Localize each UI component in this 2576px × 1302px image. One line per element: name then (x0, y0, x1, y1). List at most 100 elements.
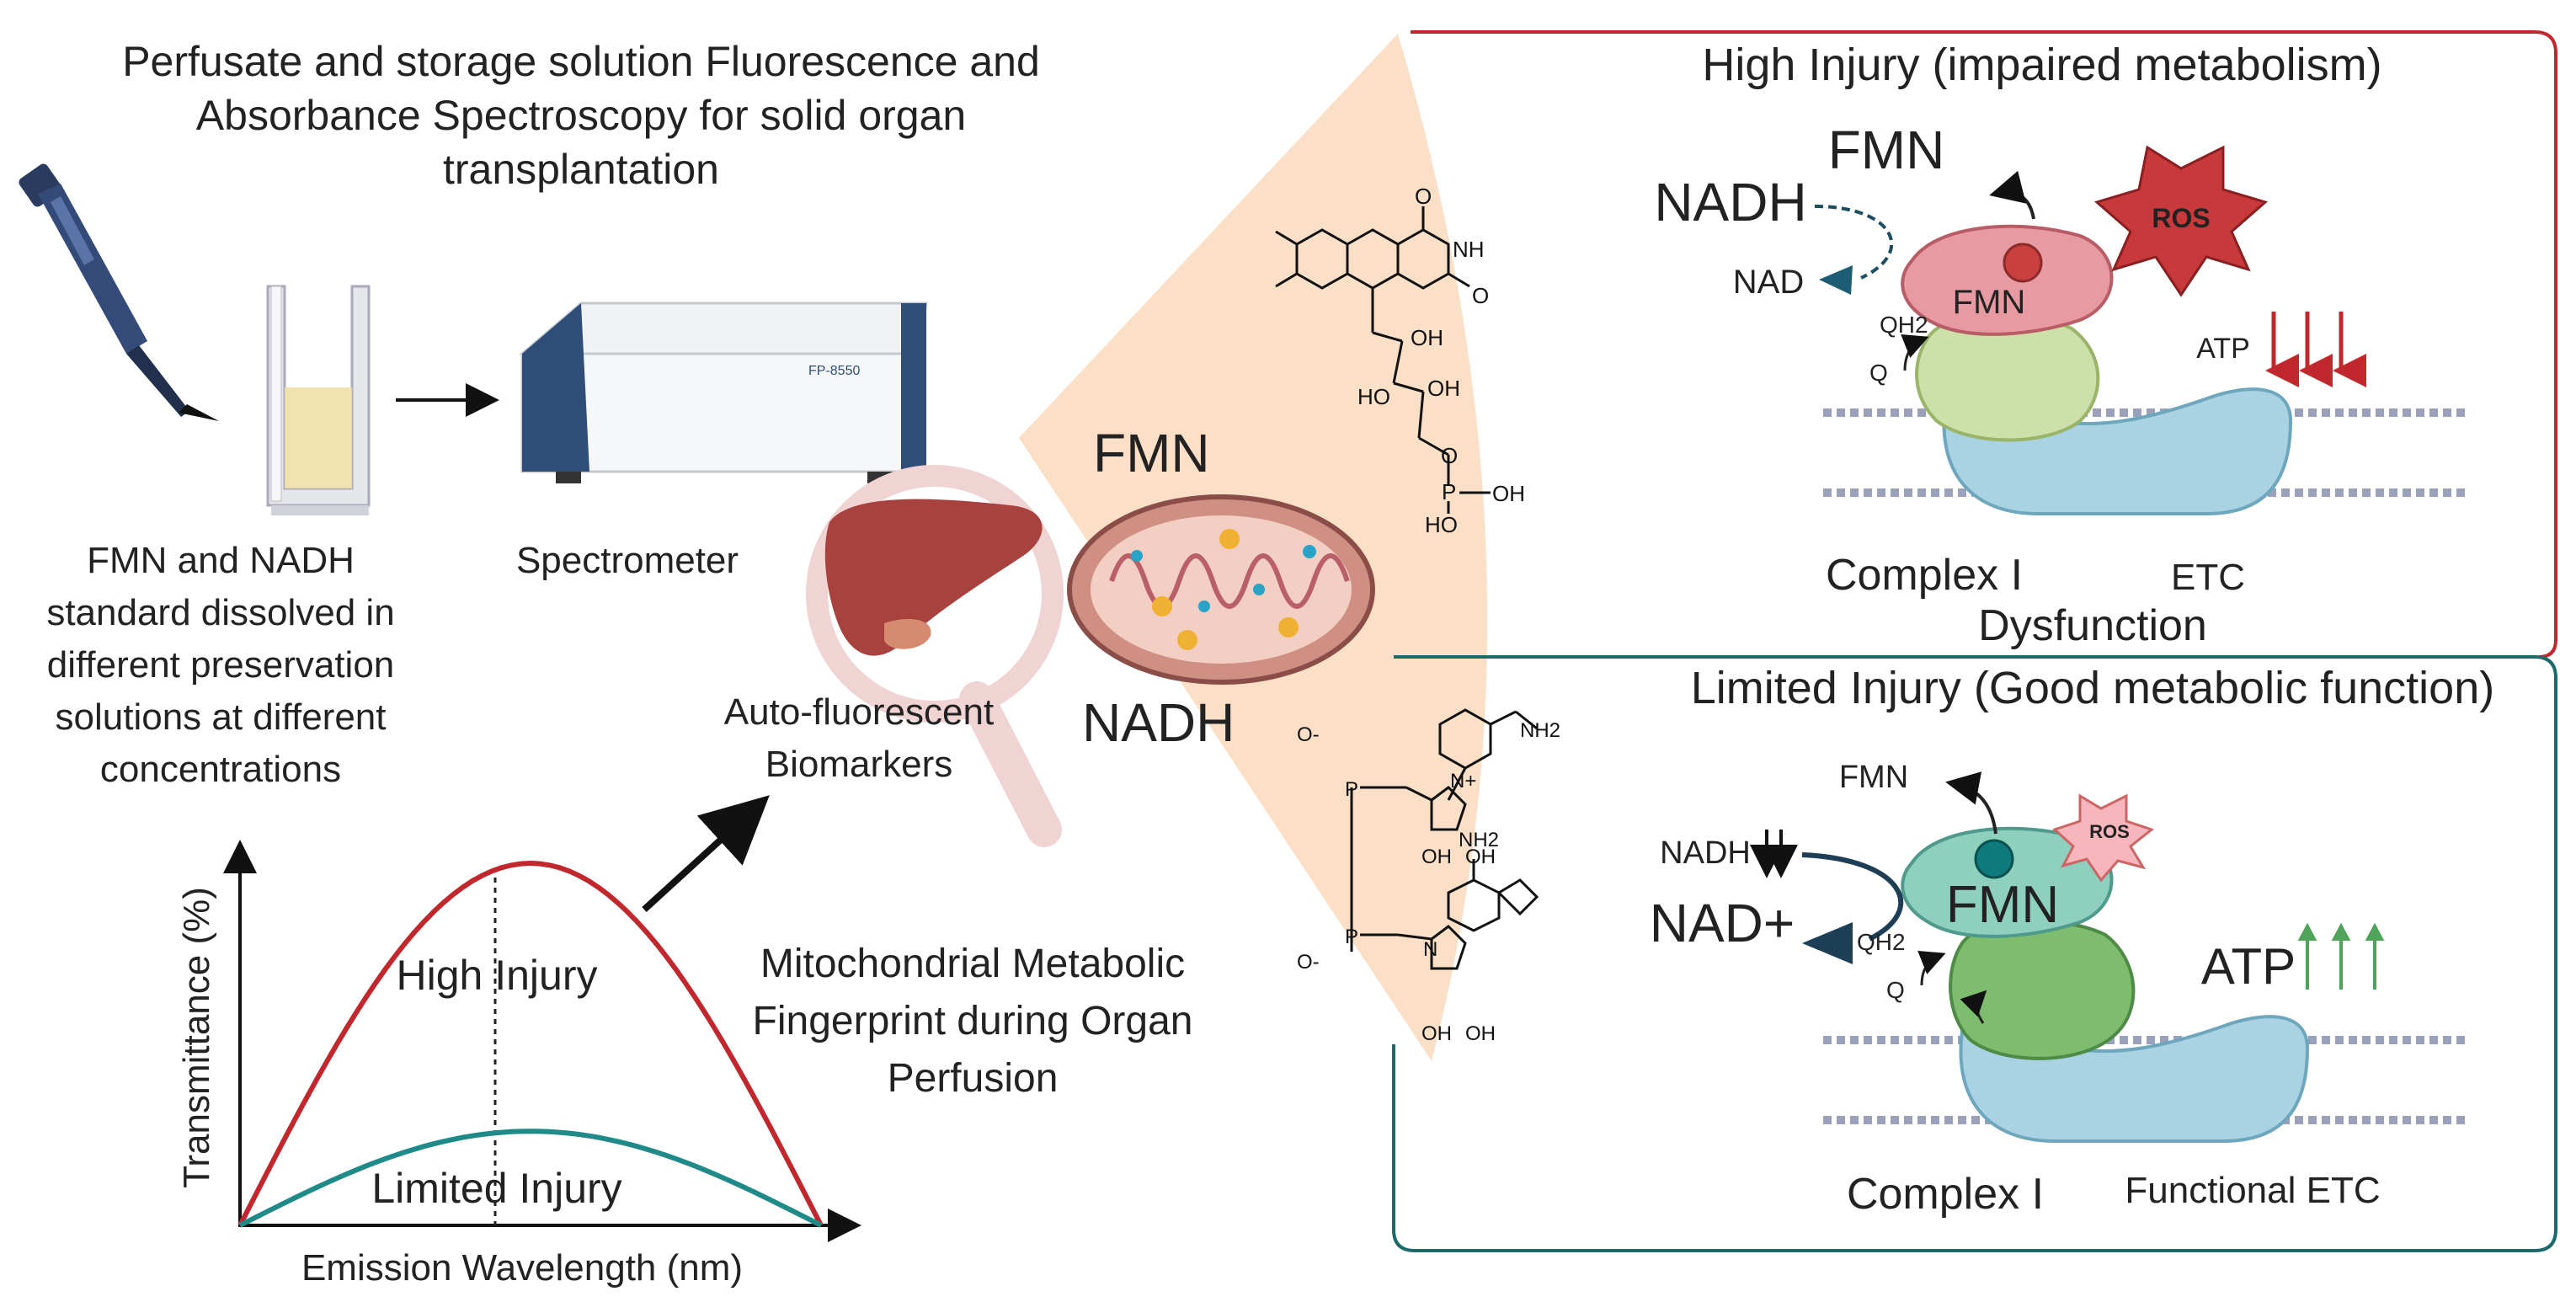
high-nad-label: NAD (1733, 264, 1804, 301)
high-ros-burst-icon (2093, 145, 2269, 297)
cuvette-icon (266, 285, 371, 515)
nadh-molecule-label: NADH (1082, 692, 1235, 753)
high-nadh-arrow (1814, 205, 1894, 280)
limited-injury-panel-border (1392, 655, 2557, 1252)
high-nad-arrowhead (1819, 265, 1853, 295)
low-etc-label: Functional ETC (2125, 1170, 2380, 1211)
fingerprint-label-line-1: Mitochondrial Metabolic (760, 942, 1185, 986)
spectrometer-icon: FP-8550 (518, 301, 928, 483)
fmn-molecule-label: FMN (1093, 423, 1210, 483)
low-q-label: Q (1886, 977, 1905, 1003)
sample-caption-line-1: FMN and NADH (87, 540, 355, 581)
low-atp-up-arrowhead (2365, 922, 2385, 941)
nadh-atom: OH (1421, 846, 1452, 868)
fmn-atom: OH (1492, 481, 1525, 506)
low-q-arrow (1917, 950, 1946, 986)
nadh-atom: N (1423, 938, 1437, 961)
low-complex-fmn-subunit (1901, 826, 2114, 938)
biomarker-label: Auto-fluorescent Biomarkers (724, 691, 994, 785)
nadh-atom: P (1345, 778, 1358, 801)
high-complex-fmn-subunit (1901, 224, 2114, 336)
emission-chart: High Injury Limited Injury Emission Wave… (176, 840, 861, 1289)
nadh-atom: N+ (1450, 770, 1476, 792)
fmn-atom: O (1472, 283, 1489, 308)
low-nadh-arrow (1801, 852, 1904, 942)
intro-title-line-3: transplantation (443, 146, 719, 193)
low-nadh-label: NADH (1660, 835, 1751, 871)
intro-title-line-1: Perfusate and storage solution Fluoresce… (122, 38, 1040, 85)
fmn-atom: NH (1453, 237, 1485, 262)
low-complex-green (1949, 918, 2136, 1060)
biomarker-label-line-2: Biomarkers (765, 744, 953, 785)
nadh-atom: OH (1421, 1022, 1452, 1045)
low-atp-up-arrows (2297, 922, 2385, 990)
fmn-atom: OH (1411, 325, 1443, 350)
low-ros-label: ROS (2089, 821, 2130, 842)
sample-caption-line-3: different preservation (47, 644, 395, 686)
nadh-atom: O- (1297, 951, 1320, 974)
low-atp-up-arrowhead (2297, 922, 2317, 941)
high-qh2-label: QH2 (1880, 312, 1928, 338)
nadh-atom: NH2 (1520, 719, 1560, 742)
fingerprint-label-line-3: Perfusion (888, 1056, 1059, 1101)
mitochondrion-icon (1067, 494, 1375, 685)
nadh-structure (1350, 708, 1539, 970)
high-q-arrow (1901, 334, 1929, 371)
low-ros-burst-icon (2052, 793, 2155, 883)
high-etc-label: ETC (2171, 557, 2245, 598)
fmn-atom: O (1441, 443, 1458, 468)
high-fmn-cofactor (2003, 243, 2043, 283)
high-fmn-top-label: FMN (1828, 120, 1945, 180)
magnifier-icon (806, 465, 1064, 847)
nadh-atom: O- (1297, 723, 1320, 746)
high-injury-panel-border (1411, 30, 2557, 659)
low-qh2-label: QH2 (1857, 929, 1906, 955)
series-limited-injury-line (238, 1129, 823, 1228)
fingerprint-label: Mitochondrial Metabolic Fingerprint duri… (753, 942, 1193, 1101)
low-atp-label: ATP (2201, 938, 2296, 995)
nadh-atom: NH2 (1459, 829, 1499, 851)
low-nad-arrowhead (1802, 922, 1853, 964)
high-fmn-release-arrow (1989, 170, 2035, 220)
series-high-injury-line (237, 860, 824, 1227)
sample-caption-line-4: solutions at different (56, 696, 387, 738)
low-fmn-release-arrow (1945, 771, 1997, 835)
low-fmn-cofactor (1974, 839, 2014, 879)
fmn-structure (1275, 206, 1491, 514)
fingerprint-label-line-2: Fingerprint during Organ (753, 999, 1193, 1043)
intro-title: Perfusate and storage solution Fluoresce… (122, 38, 1040, 193)
low-complex-label: Complex I (1847, 1170, 2044, 1219)
fmn-atom: O (1415, 184, 1432, 209)
high-atp-down-arrows (2265, 312, 2366, 387)
pipette-icon (19, 163, 219, 421)
high-dysfunction-label: Dysfunction (1978, 601, 2207, 650)
spectrometer-model: FP-8550 (808, 364, 860, 378)
sample-caption-line-2: standard dissolved in (46, 592, 394, 633)
chart-y-label: Transmittance (%) (176, 887, 217, 1188)
low-nad-label: NAD+ (1650, 893, 1795, 953)
nadh-atom: OH (1465, 846, 1496, 868)
fmn-atom: HO (1357, 384, 1390, 409)
sample-caption: FMN and NADH standard dissolved in diffe… (46, 540, 394, 790)
biomarker-label-line-1: Auto-fluorescent (724, 691, 994, 733)
fmn-atom: P (1442, 479, 1456, 504)
chart-x-label: Emission Wavelength (nm) (301, 1247, 743, 1289)
spectrometer-label: Spectrometer (516, 540, 739, 581)
series-high-injury-label: High Injury (397, 952, 598, 999)
high-q-label: Q (1869, 360, 1888, 386)
low-fmn-inner-label: FMN (1946, 876, 2059, 934)
low-internal-arrow (1960, 990, 1987, 1024)
high-complex-label: Complex I (1826, 551, 2023, 600)
fmn-atom: HO (1425, 512, 1458, 537)
high-fmn-inner-label: FMN (1953, 284, 2026, 321)
low-fmn-top-label: FMN (1839, 760, 1908, 795)
nadh-atom: P (1345, 926, 1358, 948)
high-nadh-label: NADH (1654, 172, 1806, 232)
high-atp-label: ATP (2196, 333, 2250, 365)
intro-title-line-2: Absorbance Spectroscopy for solid organ (196, 92, 966, 139)
nadh-atom: OH (1465, 1022, 1496, 1045)
series-limited-injury-label: Limited Injury (371, 1165, 621, 1212)
liver-icon (824, 499, 1043, 656)
limited-injury-title: Limited Injury (Good metabolic function) (1691, 663, 2494, 713)
